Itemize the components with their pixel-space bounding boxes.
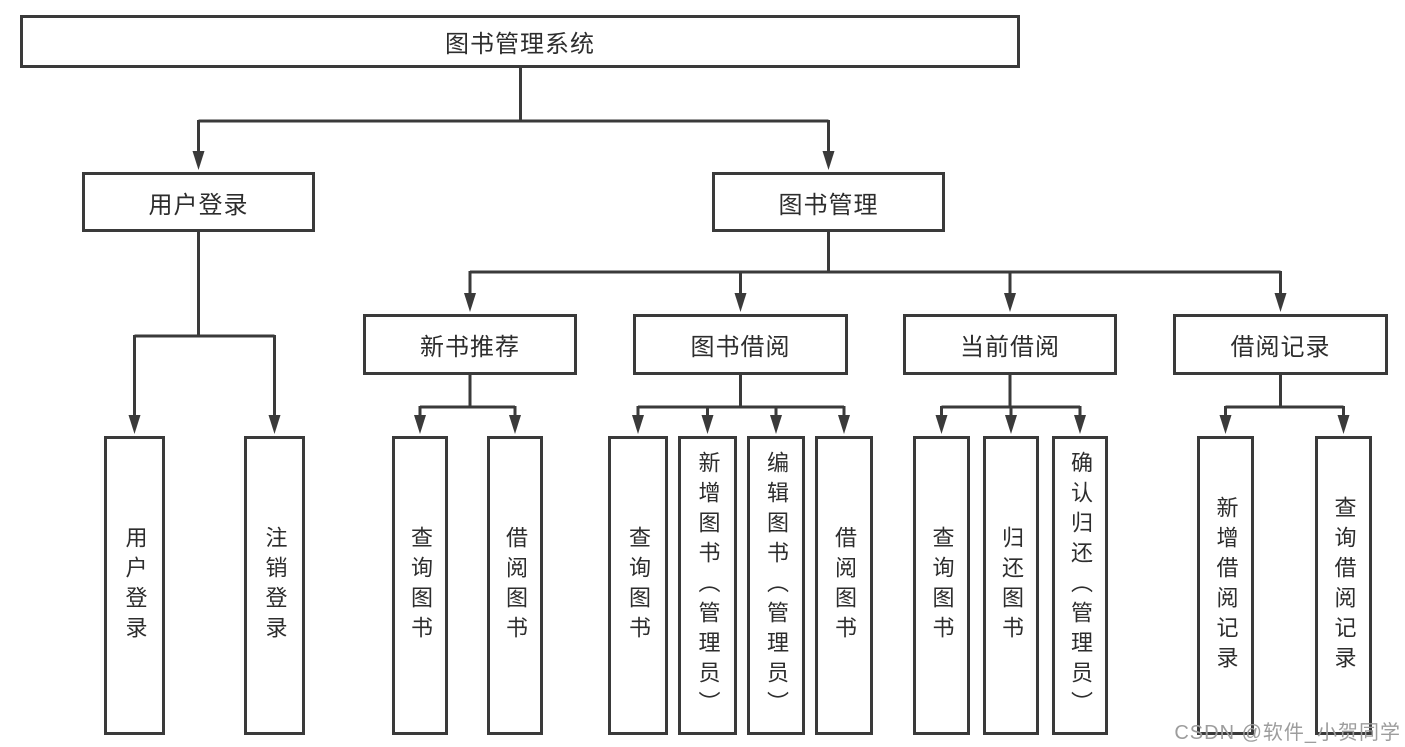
node-root: 图书管理系统 xyxy=(20,15,1020,68)
node-book-management: 图书管理 xyxy=(712,172,945,232)
leaf-recommend-borrow-books: 借阅图书 xyxy=(487,436,543,735)
leaf-add-borrow-record: 新增借阅记录 xyxy=(1197,436,1254,735)
leaf-borrow-books: 借阅图书 xyxy=(815,436,873,735)
node-new-book-recommend: 新书推荐 xyxy=(363,314,577,375)
leaf-current-query-books: 查询图书 xyxy=(913,436,970,735)
node-user-login: 用户登录 xyxy=(82,172,315,232)
node-borrow-records: 借阅记录 xyxy=(1173,314,1388,375)
leaf-edit-books-admin: 编辑图书（管理员） xyxy=(747,436,805,735)
leaf-add-books-admin: 新增图书（管理员） xyxy=(678,436,737,735)
leaf-recommend-query-books: 查询图书 xyxy=(392,436,448,735)
csdn-watermark: CSDN @软件_小贺同学 xyxy=(1174,722,1401,744)
leaf-return-books: 归还图书 xyxy=(983,436,1039,735)
leaf-query-borrow-record: 查询借阅记录 xyxy=(1315,436,1372,735)
node-book-borrow: 图书借阅 xyxy=(633,314,848,375)
node-current-borrow: 当前借阅 xyxy=(903,314,1117,375)
leaf-confirm-return-admin: 确认归还（管理员） xyxy=(1052,436,1108,735)
leaf-user-login: 用户登录 xyxy=(104,436,165,735)
leaf-borrow-query-books: 查询图书 xyxy=(608,436,668,735)
leaf-logout: 注销登录 xyxy=(244,436,305,735)
